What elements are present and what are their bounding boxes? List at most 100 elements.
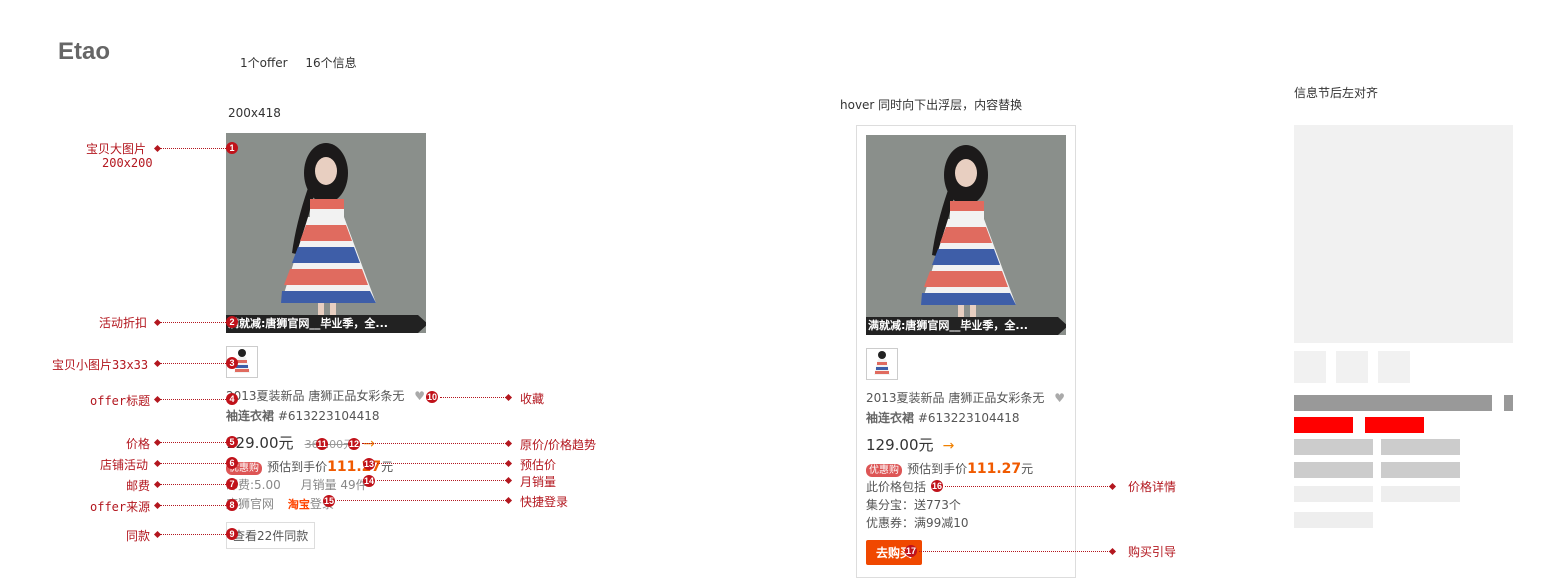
label-monthly: 月销量 xyxy=(520,475,557,489)
taobao-icon[interactable]: 淘宝 xyxy=(287,498,310,511)
connector-line xyxy=(160,148,226,149)
price-includes: 此价格包括 xyxy=(866,480,927,494)
discount-badge: 优惠购 xyxy=(866,464,902,477)
connector-line xyxy=(377,480,510,481)
marker-12: 12 xyxy=(348,438,360,450)
marker-16: 16 xyxy=(931,480,943,492)
title-line2: #613223104418 xyxy=(914,411,1020,425)
wireframe-price-bar xyxy=(1365,417,1424,433)
wireframe-image-placeholder xyxy=(1294,125,1513,343)
marker-7: 7 xyxy=(226,478,238,490)
wireframe-info-bar xyxy=(1381,486,1460,502)
trend-arrow-icon[interactable]: → xyxy=(363,436,375,452)
label-thumb: 宝贝小图片33x33 xyxy=(52,358,149,372)
connector-line xyxy=(160,484,226,485)
original-price: 360.00元 xyxy=(304,438,355,451)
price: 129.00元 xyxy=(866,436,934,454)
label-buy-guide: 购买引导 xyxy=(1128,545,1177,559)
connector-line xyxy=(160,322,226,323)
heart-icon[interactable]: ♥ xyxy=(1054,391,1065,405)
jifenbao-info: 集分宝：送773个 xyxy=(866,498,961,512)
promo-banner[interactable]: 满就减:唐狮官网__毕业季，全... xyxy=(866,317,1066,335)
marker-15: 15 xyxy=(323,495,335,507)
hover-note: hover 同时向下出浮层，内容替换 xyxy=(840,98,1023,112)
monthly-sales: 月销量 49件 xyxy=(300,478,368,492)
title-line2: #613223104418 xyxy=(274,409,380,423)
label-big-image-size: 200x200 xyxy=(102,156,153,170)
wireframe-heart-placeholder xyxy=(1504,395,1513,411)
marker-10: 10 xyxy=(426,391,438,403)
label-estimate: 预估价 xyxy=(520,458,557,472)
hover-big-image[interactable]: 满就减:唐狮官网__毕业季，全... xyxy=(866,135,1066,335)
hover-thumbnail[interactable] xyxy=(866,348,898,380)
connector-line xyxy=(160,363,226,364)
product-big-image[interactable]: 满就减:唐狮官网__毕业季，全... xyxy=(226,133,426,333)
promo-banner[interactable]: 满就减:唐狮官网__毕业季，全... xyxy=(226,315,426,333)
marker-13: 13 xyxy=(363,458,375,470)
source-row: 唐狮官网 淘宝登录 xyxy=(226,495,334,512)
marker-14: 14 xyxy=(363,475,375,487)
etao-logo: Etao xyxy=(58,38,111,65)
wireframe-title-bar xyxy=(1294,395,1492,411)
connector-line xyxy=(440,397,510,398)
label-favorite: 收藏 xyxy=(520,392,545,406)
label-price: 价格 xyxy=(126,437,151,451)
info-count[interactable]: 16个信息 xyxy=(305,56,357,70)
dress-photo xyxy=(226,133,426,333)
connector-line xyxy=(160,442,226,443)
shipping-fee: 邮费:5.00 xyxy=(226,478,281,492)
same-style-button[interactable]: 查看22件同款 xyxy=(226,522,316,549)
label-title: offer标题 xyxy=(90,394,151,408)
offer-title[interactable]: 2013夏装新品 唐狮正品女彩条无 ♥ 袖连衣裙 #613223104418 xyxy=(226,386,426,426)
dress-photo xyxy=(866,135,1066,335)
label-orig-trend: 原价/价格趋势 xyxy=(520,438,597,452)
wireframe-info-bar xyxy=(1381,439,1460,455)
coupon-info: 优惠券：满99减10 xyxy=(866,516,969,530)
top-nav: 1个offer 16个信息 xyxy=(240,54,371,71)
title-line1: 2013夏装新品 唐狮正品女彩条无 xyxy=(226,389,405,403)
connector-dot xyxy=(504,476,513,485)
title-line2-bold: 袖连衣裙 xyxy=(866,411,915,425)
marker-3: 3 xyxy=(226,357,238,369)
wireframe-thumb-placeholder xyxy=(1294,351,1326,383)
connector-line xyxy=(160,399,226,400)
connector-dot xyxy=(504,459,513,468)
label-shipping: 邮费 xyxy=(126,479,151,493)
connector-line xyxy=(160,463,226,464)
wireframe-price-bar xyxy=(1294,417,1353,433)
connector-dot xyxy=(1108,547,1117,556)
connector-dot xyxy=(1108,482,1117,491)
estimate-unit: 元 xyxy=(1021,462,1034,476)
connector-line xyxy=(945,486,1110,487)
offer-count[interactable]: 1个offer xyxy=(240,56,288,70)
marker-6: 6 xyxy=(226,457,238,469)
connector-dot xyxy=(504,393,513,402)
shipping-row: 邮费:5.00 月销量 49件 xyxy=(226,476,368,493)
wireframe-thumb-placeholder xyxy=(1378,351,1410,383)
marker-9: 9 xyxy=(226,528,238,540)
align-note: 信息节后左对齐 xyxy=(1294,86,1379,100)
label-shop-promo: 店铺活动 xyxy=(100,458,149,472)
wireframe-thumb-placeholder xyxy=(1336,351,1368,383)
connector-line xyxy=(377,463,510,464)
hover-offer-title[interactable]: 2013夏装新品 唐狮正品女彩条无 ♥ 袖连衣裙 #613223104418 xyxy=(866,388,1066,428)
source-name[interactable]: 唐狮官网 xyxy=(226,497,275,511)
title-line1: 2013夏装新品 唐狮正品女彩条无 xyxy=(866,391,1045,405)
trend-arrow-icon[interactable]: → xyxy=(942,438,955,454)
estimate-value: 111.27 xyxy=(967,461,1022,477)
label-price-detail: 价格详情 xyxy=(1128,480,1177,494)
connector-line xyxy=(362,443,510,444)
label-same: 同款 xyxy=(126,529,151,543)
marker-17: 17 xyxy=(905,545,917,557)
wireframe-info-bar xyxy=(1294,462,1373,478)
heart-icon[interactable]: ♥ xyxy=(414,389,425,403)
estimate-label: 预估到手价 xyxy=(267,460,328,474)
title-line2-bold: 袖连衣裙 xyxy=(226,409,275,423)
marker-5: 5 xyxy=(226,436,238,448)
estimate-label: 预估到手价 xyxy=(907,462,968,476)
hover-price-row: 129.00元 → xyxy=(866,434,954,455)
wireframe-info-bar xyxy=(1294,486,1373,502)
thumbnail-image xyxy=(867,349,897,379)
connector-dot xyxy=(504,439,513,448)
wireframe-button-placeholder xyxy=(1294,512,1373,528)
